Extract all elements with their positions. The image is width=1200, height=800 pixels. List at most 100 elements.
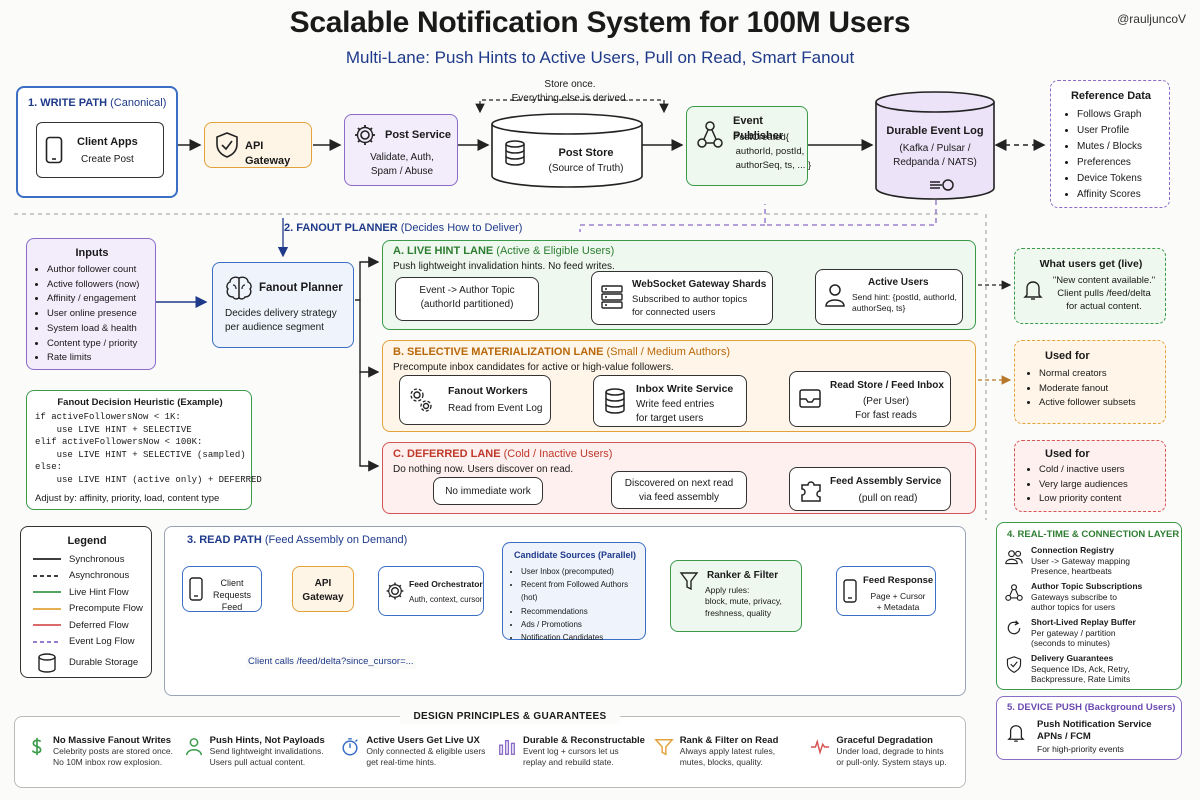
fanout-planner-title: Fanout Planner [259, 282, 343, 294]
heuristic-code-line: else: [35, 462, 63, 473]
post-service-box: Post Service Validate, Auth, Spam / Abus… [344, 114, 458, 186]
selective-outcome-item: Moderate fanout [1039, 382, 1136, 397]
feed-orchestrator-sub: Auth, context, cursor [409, 595, 483, 604]
legend-swatch [33, 574, 61, 577]
selective-outcome-list: Normal creatorsModerate fanoutActive fol… [1027, 367, 1136, 411]
live-lane-title: A. LIVE HINT LANE [393, 245, 494, 257]
legend-item: Precompute Flow [33, 601, 149, 618]
candidate-sources-list: User Inbox (precomputed)Recent from Foll… [509, 565, 645, 644]
legend-item: Live Hint Flow [33, 584, 149, 601]
realtime-item-sub: Sequence IDs, Ack, Retry, Backpressure, … [1031, 663, 1131, 684]
puzzle-icon [798, 477, 824, 508]
candidate-source-item: Ads / Promotions [521, 618, 645, 631]
phone-icon [843, 579, 857, 608]
feed-orchestrator-title: Feed Orchestrator [409, 579, 483, 589]
inputs-item: Rate limits [47, 351, 139, 366]
selective-lane: B. SELECTIVE MATERIALIZATION LANE (Small… [382, 340, 976, 432]
author-handle: @rauljuncoV [1117, 12, 1186, 26]
reference-data-item: Mutes / Blocks [1077, 139, 1142, 155]
ws-gateway-title: WebSocket Gateway Shards [632, 279, 767, 290]
ranker-filter-title: Ranker & Filter [707, 570, 779, 581]
principle-title: No Massive Fanout Writes [53, 735, 172, 746]
client-apps-title: Client Apps [77, 136, 138, 148]
shield-icon [215, 132, 239, 163]
inbox-icon [798, 386, 822, 415]
live-outcome-title: What users get (live) [1039, 258, 1143, 270]
selective-lane-sub: (Small / Medium Authors) [606, 346, 730, 358]
fanout-planner-sub: Decides delivery strategy per audience s… [225, 308, 337, 333]
realtime-item-title: Connection Registry [1031, 545, 1115, 555]
post-service-sub: Validate, Auth, Spam / Abuse [370, 152, 434, 177]
feed-inbox-sub: (Per User) For fast reads [855, 396, 917, 421]
stream-icon [928, 178, 954, 197]
inbox-write-title: Inbox Write Service [636, 383, 734, 395]
reference-data-item: User Profile [1077, 123, 1142, 139]
legend-item: Asynchronous [33, 568, 149, 585]
inbox-write-sub: Write feed entries for target users [636, 399, 715, 424]
realtime-item-sub: Gateways subscribe to author topics for … [1031, 591, 1117, 612]
fanout-title-sub: (Decides How to Deliver) [400, 222, 523, 234]
deferred-lane-sub: (Cold / Inactive Users) [503, 448, 613, 460]
legend-item: Deferred Flow [33, 617, 149, 634]
candidate-source-item: Recent from Followed Authors (hot) [521, 578, 645, 604]
filter-icon [679, 571, 699, 596]
realtime-item-title: Short-Lived Replay Buffer [1031, 617, 1136, 627]
bell-icon [1007, 723, 1025, 748]
heuristic-code-line: use LIVE HINT + SELECTIVE [35, 424, 192, 435]
heuristic-code-line: use LIVE HINT + SELECTIVE (sampled) [35, 449, 246, 460]
selective-outcome-item: Active follower subsets [1039, 396, 1136, 411]
fanout-workers-box: Fanout Workers Read from Event Log [399, 375, 551, 425]
selective-outcome-title: Used for [1045, 350, 1090, 362]
inputs-box: Inputs Author follower countActive follo… [26, 238, 156, 370]
legend-label: Synchronous [69, 553, 125, 565]
refresh-icon [1007, 620, 1021, 635]
inputs-item: User online presence [47, 307, 139, 322]
selective-outcome-item: Normal creators [1039, 367, 1136, 382]
fanout-section-title: 2. FANOUT PLANNER (Decides How to Delive… [284, 222, 522, 234]
live-hint-lane: A. LIVE HINT LANE (Active & Eligible Use… [382, 240, 976, 330]
database-icon [504, 140, 526, 171]
legend-swatch [33, 558, 61, 561]
fanout-workers-sub: Read from Event Log [448, 403, 543, 414]
realtime-item-title: Delivery Guarantees [1031, 653, 1114, 663]
feed-response-box: Feed Response Page + Cursor + Metadata [836, 566, 936, 616]
read-api-gateway-box: API Gateway [292, 566, 354, 612]
heuristic-box: Fanout Decision Heuristic (Example) if a… [26, 390, 262, 510]
deferred-lane: C. DEFERRED LANE (Cold / Inactive Users)… [382, 442, 976, 514]
brain-icon [225, 275, 253, 306]
realtime-item-sub: User -> Gateway mapping Presence, heartb… [1031, 555, 1130, 576]
principle-text: Under load, degrade to hints or pull-onl… [836, 746, 947, 768]
principle-text: Send lightweight invalidations. Users pu… [209, 746, 324, 768]
heuristic-code: if activeFollowersNow < 1K: use LIVE HIN… [35, 411, 262, 487]
filter-icon [653, 739, 674, 756]
feed-assembly-title: Feed Assembly Service [830, 476, 942, 487]
inbox-write-box: Inbox Write Service Write feed entries f… [593, 375, 747, 427]
gear-icon [353, 123, 377, 152]
inputs-item: Author follower count [47, 263, 139, 278]
heuristic-title: Fanout Decision Heuristic (Example) [57, 397, 223, 408]
share-icon [697, 121, 723, 154]
legend-storage-label: Durable Storage [69, 657, 139, 668]
legend-swatch [33, 591, 61, 594]
live-outcome-text: "New content available." Client pulls /f… [1052, 275, 1156, 312]
heuristic-code-line: use LIVE HINT (active only) + DEFERRED [35, 474, 262, 485]
deferred-lane-title: C. DEFERRED LANE [393, 448, 501, 460]
legend-swatch [33, 624, 61, 627]
event-log-title: Durable Event Log [886, 125, 984, 137]
post-store-title: Post Store [558, 147, 614, 159]
principle-text: Event log + cursors let us replay and re… [523, 746, 619, 768]
legend-label: Asynchronous [69, 570, 130, 582]
device-push-title: 5. DEVICE PUSH (Background Users) [1007, 702, 1176, 713]
active-users-title: Active Users [868, 277, 929, 288]
write-path-title: 1. WRITE PATH [28, 97, 108, 109]
reference-data-item: Follows Graph [1077, 107, 1142, 123]
selective-lane-title: B. SELECTIVE MATERIALIZATION LANE [393, 346, 604, 358]
legend-item: Synchronous [33, 551, 149, 568]
legend-swatch [33, 640, 61, 643]
heuristic-code-line: if activeFollowersNow < 1K: [35, 412, 181, 422]
live-outcome-box: What users get (live) "New content avail… [1014, 248, 1166, 324]
reference-data-item: Affinity Scores [1077, 187, 1142, 203]
